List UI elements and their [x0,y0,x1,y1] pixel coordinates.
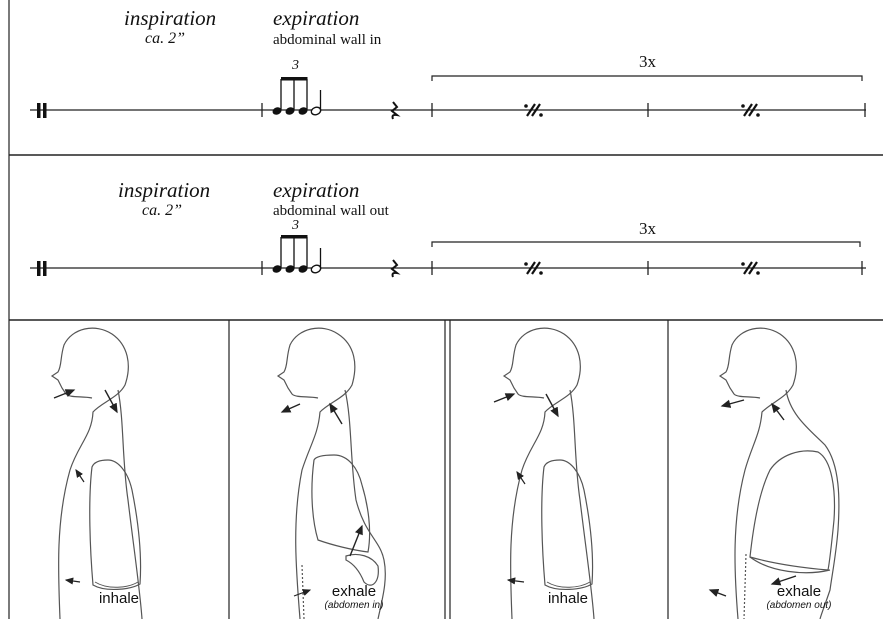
triplet-notes-icon [271,235,308,274]
panel-caption: exhale [294,583,414,600]
figure-exhale-abdomen-out-icon [710,328,839,619]
repeat-bracket [432,76,862,81]
staff-notation-1 [0,0,883,155]
panel-caption: exhale [739,583,859,600]
half-note-icon [310,90,321,116]
panel-caption: inhale [508,590,628,607]
figure-inhale-1-icon [52,328,142,619]
double-bar-icon [37,261,41,276]
staff-notation-2 [0,155,883,320]
panel-subcaption: (abdomen in) [294,600,414,611]
panel-caption: inhale [59,590,179,607]
triplet-notes-icon [271,77,308,116]
figure-exhale-abdomen-in-icon [278,328,385,619]
breathing-illustrations [0,320,883,619]
repeat-bracket [432,242,860,247]
figure-inhale-2-icon [494,328,594,619]
double-bar-icon [37,103,41,118]
panel-subcaption: (abdomen out) [739,600,859,611]
half-note-icon [310,248,321,274]
